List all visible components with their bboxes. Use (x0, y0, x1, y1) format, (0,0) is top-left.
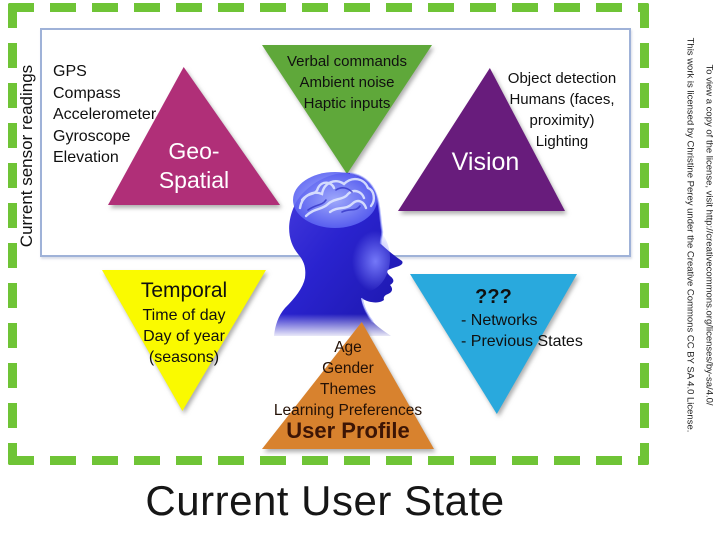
vision-annotation: Humans (faces, (509, 91, 615, 108)
temporal-title-text: Temporal (140, 279, 228, 302)
geo-spatial-label-line2: Spatial (158, 167, 230, 193)
audio-line: Verbal commands (286, 53, 408, 70)
left-axis-label: Current sensor readings (17, 64, 36, 248)
user-profile-title: User Profile (252, 418, 444, 444)
vision-annotation: Lighting (535, 133, 589, 150)
profile-line: Gender (322, 360, 374, 377)
unknown-lines: - Networks - Previous States (461, 310, 591, 352)
temporal-line: (seasons) (148, 349, 220, 366)
user-profile-lines: Age Gender Themes Learning Preferences (252, 337, 444, 421)
page-title: Current User State (145, 477, 505, 524)
head-brain-image (272, 172, 412, 336)
sensor-list: GPS Compass Accelerometer Gyroscope Elev… (53, 61, 183, 169)
geo-spatial-label: Geo- Spatial (108, 137, 280, 195)
sensor-item: Compass (53, 84, 121, 102)
triangle-geo-spatial (108, 67, 280, 205)
license-line-2: To view a copy of the license, visit htt… (703, 64, 715, 406)
temporal-title: Temporal (102, 279, 266, 303)
sensor-item: GPS (53, 63, 87, 80)
triangle-user-profile (262, 322, 434, 449)
triangle-vision (398, 68, 565, 211)
dashed-border-top (8, 3, 649, 12)
dashed-border-bottom (8, 456, 649, 465)
sensor-item: Accelerometer (53, 106, 157, 123)
vision-annotation: Object detection (507, 70, 617, 87)
unknown-title-text: ??? (475, 286, 512, 308)
unknown-title: ??? (410, 286, 577, 309)
sensor-item: Gyroscope (53, 127, 131, 145)
dashed-border-left (8, 3, 17, 465)
dashed-border-right (640, 3, 649, 465)
profile-line: Age (334, 339, 362, 356)
triangle-unknown (410, 274, 577, 414)
license-line-1: This work is licensed by Christine Perey… (684, 37, 696, 433)
sensor-item: Elevation (53, 149, 119, 166)
vision-annotation: proximity) (529, 112, 595, 129)
profile-line: Learning Preferences (273, 402, 423, 419)
temporal-lines: Time of day Day of year (seasons) (102, 305, 266, 368)
unknown-line: - Networks (461, 312, 538, 329)
vision-label-text: Vision (451, 148, 520, 176)
triangle-temporal (102, 270, 266, 411)
audio-line: Ambient noise (299, 74, 395, 91)
profile-line: Themes (320, 381, 376, 398)
geo-spatial-label-line1: Geo- (168, 138, 220, 164)
vision-annotations: Object detection Humans (faces, proximit… (492, 68, 632, 152)
unknown-line: - Previous States (461, 333, 583, 350)
audio-inputs-label: Verbal commands Ambient noise Haptic inp… (262, 51, 432, 114)
triangle-audio-inputs (262, 45, 432, 174)
vision-label: Vision (402, 148, 569, 177)
user-profile-title-text: User Profile (286, 418, 410, 443)
audio-line: Haptic inputs (303, 95, 391, 112)
temporal-line: Day of year (143, 328, 225, 345)
temporal-line: Time of day (142, 307, 226, 324)
